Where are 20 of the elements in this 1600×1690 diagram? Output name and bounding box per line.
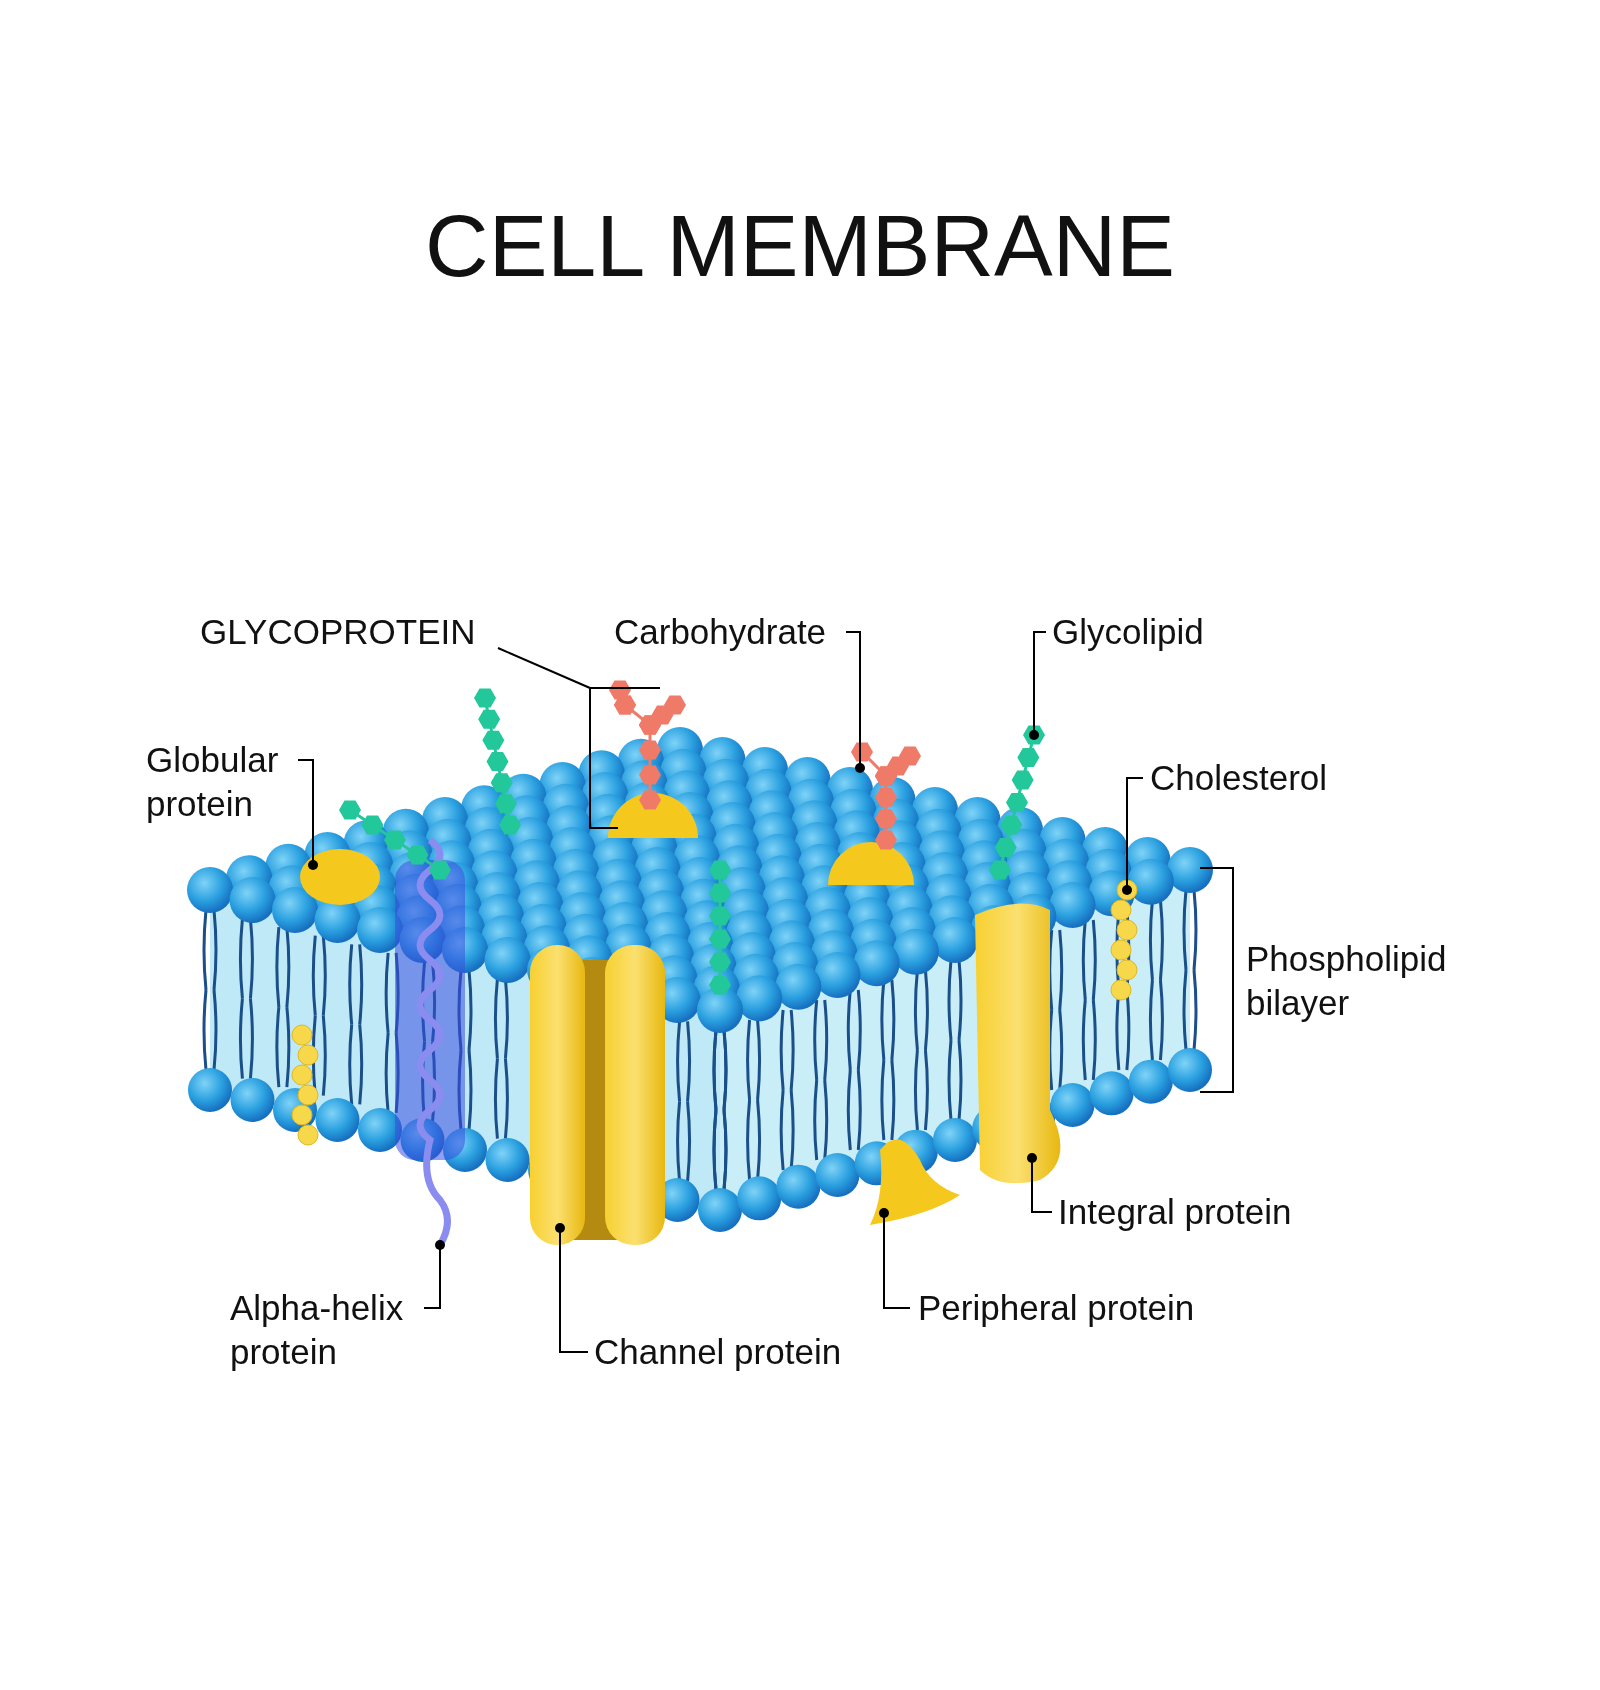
part-label: GLYCOPROTEIN xyxy=(200,610,510,654)
part-label: Peripheral protein xyxy=(918,1286,1238,1330)
leader-line xyxy=(297,759,318,870)
leader-line xyxy=(1029,631,1047,740)
part-label: Carbohydrate xyxy=(614,610,854,654)
part-label: Phospholipid bilayer xyxy=(1246,938,1448,1024)
leader-line xyxy=(1027,1153,1053,1213)
diagram-title: CELL MEMBRANE xyxy=(424,195,1176,297)
leader-line xyxy=(497,647,661,829)
leader-line xyxy=(423,1240,445,1309)
part-label: Channel protein xyxy=(594,1330,884,1374)
part-label: Alpha-helix protein xyxy=(230,1286,415,1374)
part-label: Integral protein xyxy=(1058,1190,1338,1234)
part-label: Glycolipid xyxy=(1052,610,1252,654)
leader-line xyxy=(1122,777,1144,895)
part-label: Globular protein xyxy=(146,738,296,826)
leader-line xyxy=(879,1208,911,1309)
leader-line xyxy=(555,1223,589,1353)
part-label: Cholesterol xyxy=(1150,756,1370,800)
leader-line xyxy=(845,631,865,773)
